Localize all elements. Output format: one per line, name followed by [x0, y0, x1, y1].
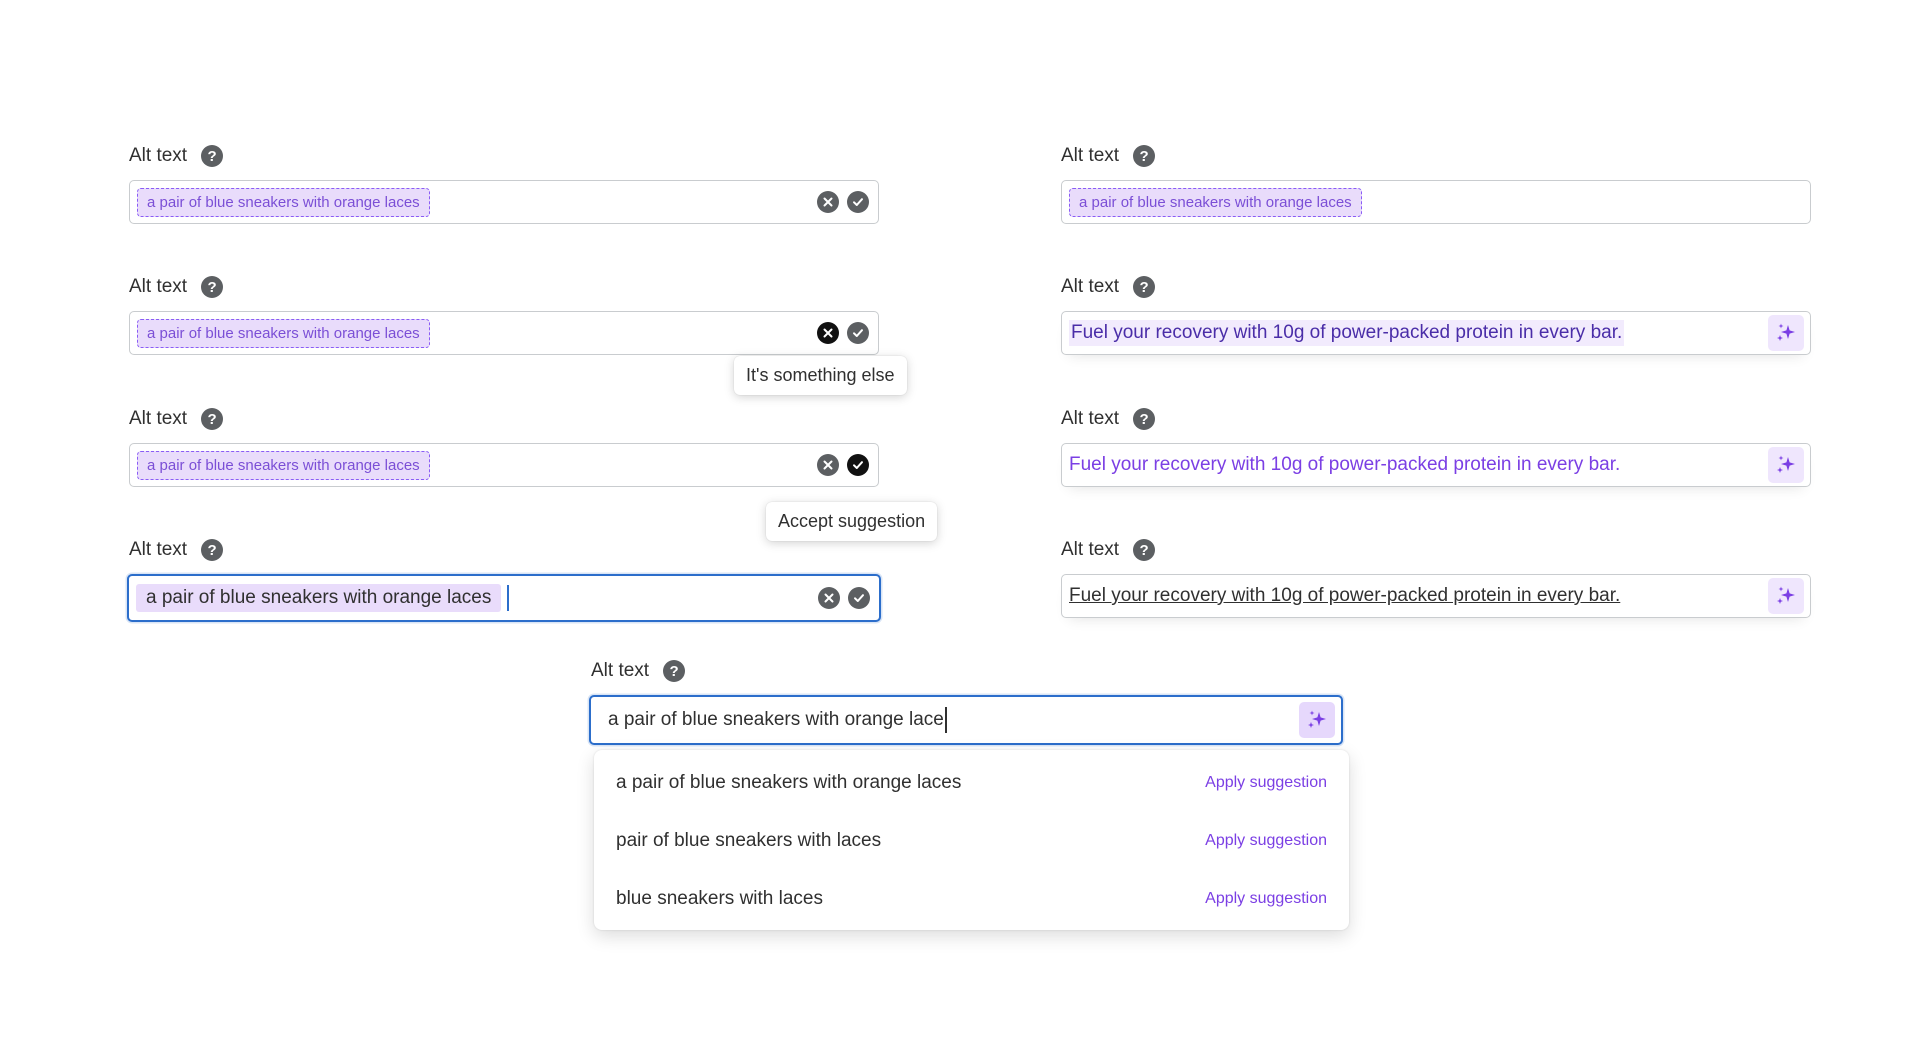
alt-text-input[interactable]: Fuel your recovery with 10g of power-pac… — [1061, 574, 1811, 618]
suggestion-text: pair of blue sneakers with laces — [616, 830, 882, 851]
alt-text-field-r2: Alt text ? Fuel your recovery with 10g o… — [1061, 275, 1811, 355]
help-icon[interactable]: ? — [1133, 145, 1156, 167]
alt-text-label: Alt text — [1061, 276, 1120, 297]
label-row: Alt text ? — [1061, 407, 1811, 431]
alt-text-field-l2: Alt text ? a pair of blue sneakers with … — [129, 275, 879, 355]
sparkle-icon — [1777, 455, 1795, 473]
help-icon[interactable]: ? — [663, 660, 686, 682]
label-row: Alt text ? — [129, 275, 879, 299]
alt-text-input[interactable]: a pair of blue sneakers with orange lace… — [1061, 180, 1811, 224]
reject-tooltip: It's something else — [734, 356, 907, 395]
suggestion-text: blue sneakers with laces — [616, 888, 823, 909]
sparkle-icon — [1777, 323, 1795, 341]
reject-icon[interactable] — [818, 587, 840, 609]
label-row: Alt text ? — [589, 659, 1343, 683]
alt-text-label: Alt text — [1061, 408, 1120, 429]
sparkle-icon — [1777, 586, 1795, 604]
help-icon[interactable]: ? — [201, 408, 224, 430]
suggestion-actions — [817, 322, 869, 344]
suggestion-chip: a pair of blue sneakers with orange lace… — [137, 187, 430, 217]
alt-text-value: Fuel your recovery with 10g of power-pac… — [1069, 585, 1621, 606]
suggestion-chip: a pair of blue sneakers with orange lace… — [137, 318, 430, 348]
sparkle-icon — [1308, 710, 1326, 728]
selected-text: a pair of blue sneakers with orange lace… — [136, 584, 502, 612]
suggestion-chip: a pair of blue sneakers with orange lace… — [1069, 187, 1362, 217]
alt-text-field-l1: Alt text ? a pair of blue sneakers with … — [129, 144, 879, 224]
label-row: Alt text ? — [129, 407, 879, 431]
help-icon[interactable]: ? — [1133, 276, 1156, 298]
label-row: Alt text ? — [1061, 144, 1811, 168]
typed-value: a pair of blue sneakers with orange lace — [608, 709, 944, 730]
alt-text-field-l3: Alt text ? a pair of blue sneakers with … — [129, 407, 879, 487]
text-caret — [944, 707, 947, 733]
apply-suggestion-link[interactable]: Apply suggestion — [1205, 832, 1327, 849]
accept-icon[interactable] — [847, 322, 869, 344]
ai-suggest-button[interactable] — [1768, 447, 1804, 483]
alt-text-field-center: Alt text ? a pair of blue sneakers with … — [589, 659, 1343, 745]
alt-text-field-l4: Alt text ? a pair of blue sneakers with … — [127, 538, 881, 622]
reject-icon[interactable] — [817, 191, 839, 213]
alt-text-label: Alt text — [129, 539, 188, 560]
label-row: Alt text ? — [1061, 275, 1811, 299]
reject-icon[interactable] — [817, 322, 839, 344]
accept-icon[interactable] — [847, 454, 869, 476]
text-caret — [507, 585, 510, 611]
alt-text-value: Fuel your recovery with 10g of power-pac… — [1069, 320, 1625, 346]
alt-text-input[interactable]: a pair of blue sneakers with orange lace… — [127, 574, 881, 622]
accept-icon[interactable] — [848, 587, 870, 609]
help-icon[interactable]: ? — [1133, 408, 1156, 430]
alt-text-input[interactable]: Fuel your recovery with 10g of power-pac… — [1061, 311, 1811, 355]
label-row: Alt text ? — [1061, 538, 1811, 562]
accept-icon[interactable] — [847, 191, 869, 213]
alt-text-label: Alt text — [129, 408, 188, 429]
alt-text-value: Fuel your recovery with 10g of power-pac… — [1069, 454, 1621, 475]
suggestion-actions — [818, 587, 870, 609]
label-row: Alt text ? — [127, 538, 881, 562]
accept-tooltip: Accept suggestion — [766, 502, 938, 541]
alt-text-label: Alt text — [591, 660, 650, 681]
alt-text-label: Alt text — [1061, 539, 1120, 560]
suggestion-text: a pair of blue sneakers with orange lace… — [616, 772, 962, 793]
alt-text-label: Alt text — [129, 145, 188, 166]
suggestion-chip: a pair of blue sneakers with orange lace… — [137, 450, 430, 480]
alt-text-label: Alt text — [1061, 145, 1120, 166]
alt-text-field-r4: Alt text ? Fuel your recovery with 10g o… — [1061, 538, 1811, 618]
alt-text-input[interactable]: a pair of blue sneakers with orange lace… — [129, 311, 879, 355]
alt-text-field-r3: Alt text ? Fuel your recovery with 10g o… — [1061, 407, 1811, 487]
ai-suggest-button[interactable] — [1299, 702, 1335, 738]
suggestion-option[interactable]: blue sneakers with laces Apply suggestio… — [594, 870, 1349, 928]
alt-text-input[interactable]: a pair of blue sneakers with orange lace… — [129, 180, 879, 224]
help-icon[interactable]: ? — [1133, 539, 1156, 561]
apply-suggestion-link[interactable]: Apply suggestion — [1205, 890, 1327, 907]
suggestion-option[interactable]: a pair of blue sneakers with orange lace… — [594, 754, 1349, 812]
ai-suggest-button[interactable] — [1768, 578, 1804, 614]
suggestions-dropdown: a pair of blue sneakers with orange lace… — [594, 750, 1349, 930]
suggestion-option[interactable]: pair of blue sneakers with laces Apply s… — [594, 812, 1349, 870]
alt-text-input[interactable]: a pair of blue sneakers with orange lace… — [129, 443, 879, 487]
alt-text-input[interactable]: a pair of blue sneakers with orange lace — [589, 695, 1343, 745]
reject-icon[interactable] — [817, 454, 839, 476]
help-icon[interactable]: ? — [201, 539, 224, 561]
label-row: Alt text ? — [129, 144, 879, 168]
alt-text-label: Alt text — [129, 276, 188, 297]
apply-suggestion-link[interactable]: Apply suggestion — [1205, 774, 1327, 791]
alt-text-input[interactable]: Fuel your recovery with 10g of power-pac… — [1061, 443, 1811, 487]
alt-text-field-r1: Alt text ? a pair of blue sneakers with … — [1061, 144, 1811, 224]
suggestion-actions — [817, 191, 869, 213]
suggestion-actions — [817, 454, 869, 476]
help-icon[interactable]: ? — [201, 145, 224, 167]
help-icon[interactable]: ? — [201, 276, 224, 298]
ai-suggest-button[interactable] — [1768, 315, 1804, 351]
